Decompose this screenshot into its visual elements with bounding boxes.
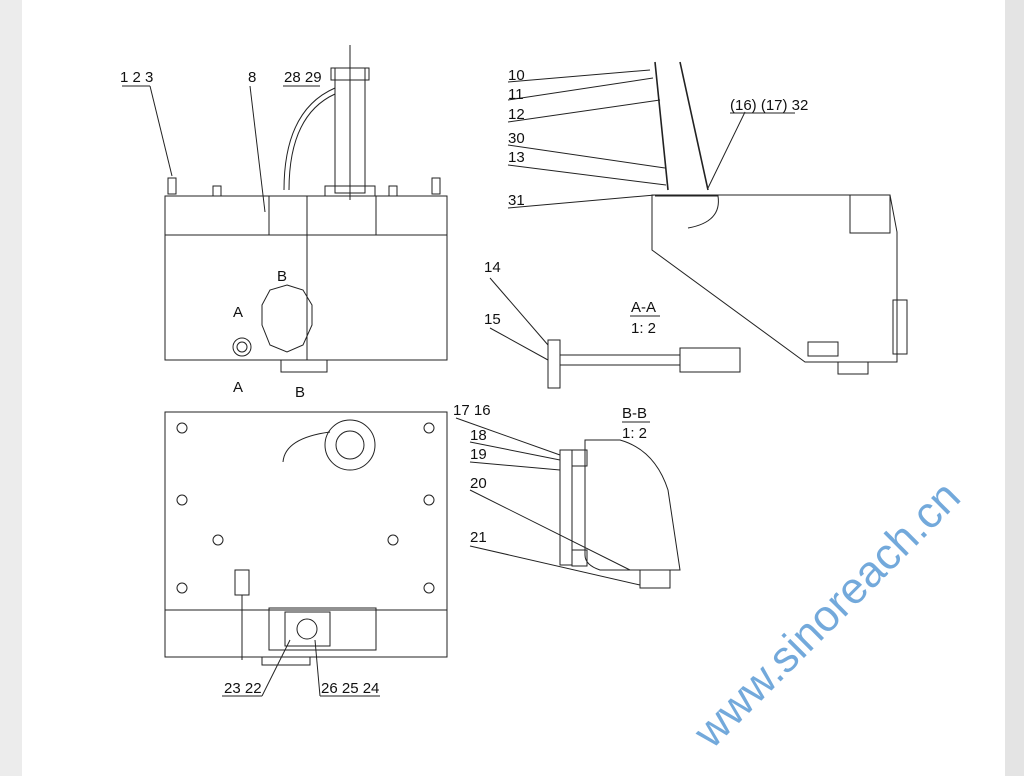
watermark: www.sinoreach.cn (684, 472, 970, 758)
side-view: 10 11 12 30 13 31 (16) (17) 32 (507, 61, 908, 375)
front-view: 1 2 3 8 28 29 B A A B (120, 45, 448, 401)
section-b-b-scale: 1: 2 (622, 425, 647, 442)
callout-19: 19 (470, 446, 487, 463)
section-mark-a-top: A (233, 304, 243, 321)
callout-23-22: 23 22 (224, 680, 262, 697)
section-a-a-scale: 1: 2 (631, 320, 656, 337)
callout-17-16: 17 16 (453, 402, 491, 419)
callout-13: 13 (508, 149, 525, 166)
callout-12: 12 (508, 106, 525, 123)
callout-20: 20 (470, 475, 487, 492)
viewer-edge (1005, 0, 1024, 776)
callout-18: 18 (470, 427, 487, 444)
section-mark-b-top: B (277, 268, 287, 285)
callout-10: 10 (508, 67, 525, 84)
section-b-b-title: B-B (622, 405, 647, 422)
section-mark-a-bottom: A (233, 379, 243, 396)
callout-11: 11 (508, 86, 524, 103)
bottom-view: 23 22 26 25 24 (164, 411, 448, 697)
section-a-a: 14 15 A-A 1: 2 (484, 259, 741, 389)
section-mark-b-bottom: B (295, 384, 305, 401)
callout-1-2-3: 1 2 3 (120, 69, 153, 86)
callout-8: 8 (248, 69, 256, 86)
callout-31: 31 (508, 192, 525, 209)
section-b-b: 17 16 18 19 20 21 B-B 1: 2 (453, 402, 681, 589)
callout-26-25-24: 26 25 24 (321, 680, 379, 697)
callout-14: 14 (484, 259, 501, 276)
section-a-a-title: A-A (631, 299, 656, 316)
drawing-page (22, 0, 1005, 776)
callout-21: 21 (470, 529, 487, 546)
callout-15: 15 (484, 311, 501, 328)
callout-30: 30 (508, 130, 525, 147)
callout-28-29: 28 29 (284, 69, 322, 86)
bolt-holes (176, 422, 435, 594)
callout-16-17-32: (16) (17) 32 (730, 97, 808, 114)
